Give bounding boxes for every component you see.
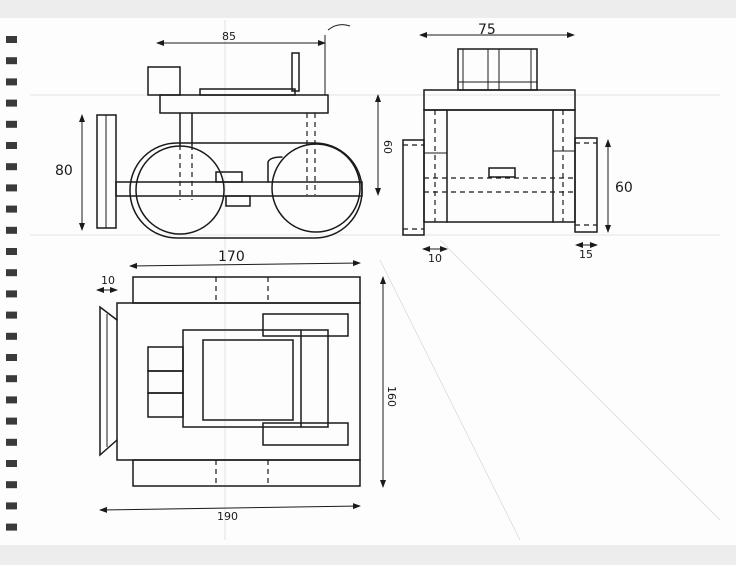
sketchbook-page (0, 18, 736, 545)
binding-ring (6, 36, 17, 43)
binding-ring (6, 290, 17, 298)
blade-height-label: 80 (55, 163, 73, 179)
binding-ring (6, 354, 17, 361)
blade-offset-label: 10 (101, 274, 115, 287)
binding-ring (6, 205, 17, 213)
overall-length-label: 190 (217, 510, 238, 523)
binding-ring (6, 523, 17, 531)
binding-ring (6, 78, 17, 86)
side-view: 85 80 60 (55, 24, 394, 239)
left-track-width-label: 10 (428, 252, 442, 265)
binding-ring (6, 184, 17, 192)
binding-ring (6, 417, 17, 425)
front-track-height-label: 60 (615, 180, 633, 196)
binding-ring (6, 120, 17, 128)
binding-ring (6, 375, 17, 383)
front-width-label: 75 (478, 22, 496, 38)
right-track-width-label: 15 (579, 248, 593, 261)
track-length-label: 170 (218, 249, 245, 265)
binding-ring (6, 502, 17, 510)
binding-ring (6, 311, 17, 319)
binding-ring (6, 142, 17, 149)
binding-ring (6, 269, 17, 277)
binding-ring (6, 248, 17, 255)
binding-ring (6, 163, 17, 171)
side-height-label: 60 (381, 140, 394, 154)
binding-ring (6, 438, 17, 446)
top-view: 170 10 160 190 (96, 249, 398, 523)
binding-ring (6, 332, 17, 340)
binding-ring (6, 396, 17, 404)
top-width-label: 160 (385, 386, 398, 407)
side-width-label: 85 (222, 30, 236, 43)
front-view: 75 60 10 15 (402, 22, 633, 265)
binding-ring (6, 226, 17, 234)
binding-ring (6, 460, 17, 467)
spiral-binding (6, 36, 17, 531)
binding-ring (6, 99, 17, 107)
binding-ring (6, 57, 17, 65)
binding-ring (6, 481, 17, 489)
